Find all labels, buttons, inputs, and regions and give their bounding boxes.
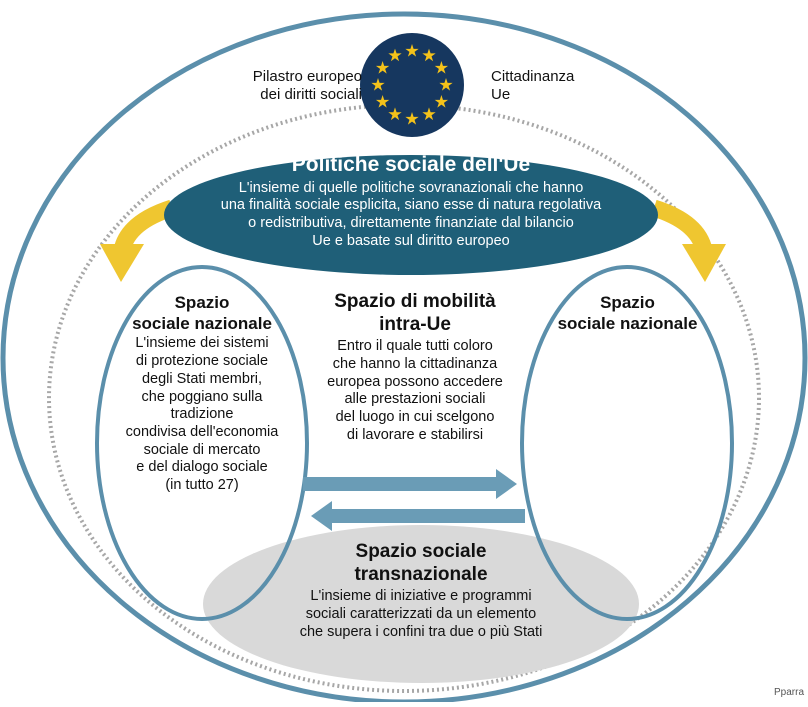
transnational-text-line: che supera i confini tra due o più Stati	[299, 623, 543, 640]
national-right-title: Spazio	[600, 293, 655, 312]
eu-policy-title: Politiche sociale dell'Ue	[291, 153, 531, 176]
credit-label: Pparra	[773, 687, 804, 698]
citizenship-label: Cittadinanza Ue	[491, 68, 611, 105]
transnational-block: Spazio sociale transnazionale L'insieme …	[261, 540, 581, 641]
transnational-ellipse	[203, 525, 639, 683]
national-left-block: Spazio sociale nazionale L'insieme dei s…	[112, 293, 292, 495]
mobility-text-line: che hanno la cittadinanza	[332, 356, 498, 373]
citizenship-label-line: Ue	[491, 86, 511, 104]
mobility-title: intra-Ue	[379, 314, 451, 336]
national-left-ellipse	[95, 265, 309, 621]
mobility-text-line: alle prestazioni sociali	[344, 391, 486, 408]
eu-policy-text-line: una finalità sociale esplicita, siano es…	[220, 197, 602, 214]
national-left-text-line: che poggiano sulla	[141, 388, 263, 405]
national-right-ellipse	[520, 265, 734, 621]
mobility-text-line: del luogo in cui scelgono	[335, 409, 495, 426]
dotted-ring	[47, 103, 761, 693]
national-left-title: sociale nazionale	[132, 313, 272, 333]
arrow-left-icon	[311, 501, 525, 531]
national-right-title: sociale nazionale	[557, 313, 698, 333]
eu-policy-text-line: Ue e basate sul diritto europeo	[312, 232, 510, 249]
mobility-text-line: europea possono accedere	[327, 373, 503, 390]
eu-policy-block: Politiche sociale dell'Ue L'insieme di q…	[171, 152, 651, 250]
eu-policy-ellipse	[164, 155, 658, 275]
pillar-label-line: dei diritti sociali	[260, 86, 362, 104]
eu-policy-text-line: o redistributiva, direttamente finanziat…	[248, 214, 574, 231]
national-left-text-line: degli Stati membri,	[141, 370, 263, 387]
mobility-text-line: Entro il quale tutti coloro	[337, 338, 493, 355]
national-left-text-line: (in tutto 27)	[165, 476, 239, 493]
national-left-text-line: tradizione	[170, 406, 234, 423]
pillar-label-line: Pilastro europeo	[252, 68, 362, 85]
pillar-label: Pilastro europeo dei diritti sociali	[212, 68, 362, 105]
transnational-text-line: L'insieme di iniziative e programmi	[310, 588, 532, 605]
arrow-right-icon	[303, 469, 517, 499]
national-right-block: Spazio sociale nazionale	[540, 293, 715, 334]
yellow-arrow-left-icon	[100, 199, 175, 282]
transnational-title: Spazio sociale	[355, 541, 487, 562]
citizenship-label-line: Cittadinanza	[491, 68, 575, 85]
national-left-text-line: L'insieme dei sistemi	[135, 335, 269, 352]
national-left-text-line: di protezione sociale	[135, 353, 269, 370]
transnational-text-line: sociali caratterizzati da un elemento	[305, 606, 537, 623]
transnational-title: transnazionale	[354, 564, 488, 586]
yellow-arrow-right-icon	[651, 199, 726, 282]
national-left-text-line: condivisa dell'economia	[125, 423, 279, 440]
eu-policy-text-line: L'insieme di quelle politiche sovranazio…	[238, 179, 584, 196]
mobility-text-line: di lavorare e stabilirsi	[346, 426, 484, 443]
national-left-title: Spazio	[174, 293, 230, 312]
mobility-title: Spazio di mobilità	[334, 291, 496, 312]
mobility-block: Spazio di mobilità intra-Ue Entro il qua…	[300, 290, 530, 444]
national-left-text-line: sociale di mercato	[143, 441, 261, 458]
national-left-text-line: e del dialogo sociale	[136, 459, 268, 476]
eu-flag-icon	[360, 33, 464, 137]
